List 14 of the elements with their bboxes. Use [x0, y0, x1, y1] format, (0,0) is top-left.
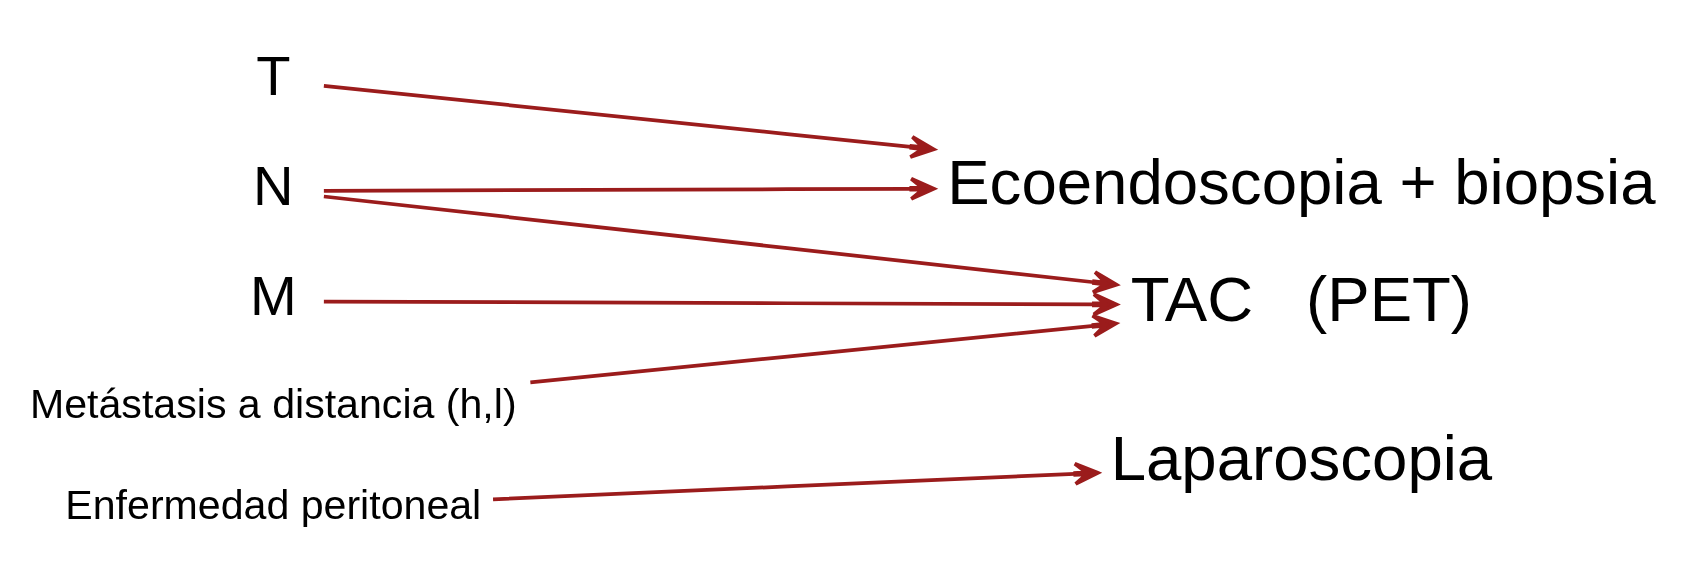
arrow	[323, 176, 936, 201]
node-text: Metástasis a distancia (h,l)	[29, 380, 517, 427]
arrow	[323, 194, 1119, 294]
arrow	[492, 461, 1100, 501]
node-text: T	[256, 43, 291, 107]
arrow	[323, 83, 936, 159]
arrow	[530, 313, 1118, 384]
node-text: Enfermedad peritoneal	[65, 481, 482, 528]
node-text: N	[253, 153, 294, 217]
node-text: Laparoscopia	[1110, 421, 1493, 493]
node-text: M	[249, 263, 297, 327]
node-text: TAC (PET)	[1130, 262, 1473, 334]
arrow	[323, 291, 1119, 316]
node-text: Ecoendoscopia + biopsia	[947, 145, 1656, 217]
